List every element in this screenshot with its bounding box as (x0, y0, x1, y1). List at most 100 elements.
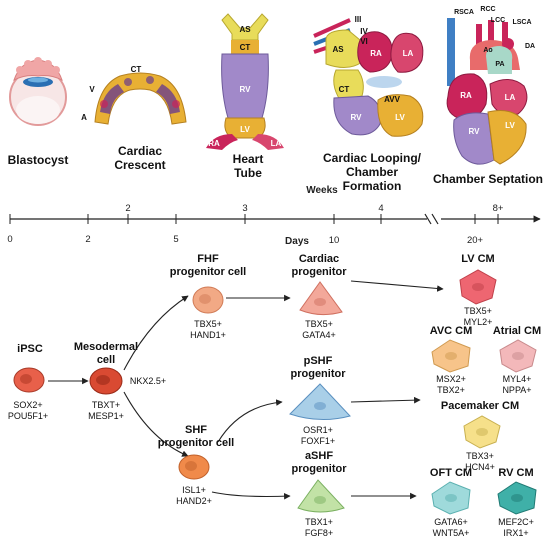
septation-rv-label: RV (469, 127, 481, 136)
atrial-cm-marker: NPPA+ (502, 385, 531, 395)
ashf-marker: FGF8+ (305, 528, 333, 538)
crescent-v-label: V (89, 85, 95, 94)
pacemaker-cm-marker: TBX3+ (466, 451, 494, 461)
cardiac-looping-illustration (313, 18, 424, 137)
lv-cm-marker: MYL2+ (464, 317, 493, 327)
tube-ra-label: RA (208, 139, 220, 148)
lineage-arrows (48, 280, 444, 500)
septation-rsca-label: RSCA (454, 9, 474, 16)
rv-cm-marker: MEF2C+ (498, 517, 534, 527)
cardiac-progenitor-marker: TBX5+ (305, 319, 333, 329)
stage-label-septation: Chamber Septation (433, 172, 543, 186)
tube-ct-label: CT (240, 43, 251, 52)
days-tick: 2 (85, 234, 90, 245)
looping-la-label: LA (403, 49, 414, 58)
avc-cm-marker: MSX2+ (436, 374, 466, 384)
pshf-title-2: progenitor (291, 368, 347, 380)
looping-as-label: AS (332, 45, 344, 54)
nkx25-arrow-label: NKX2.5+ (130, 376, 166, 386)
rv-cm-marker: IRX1+ (503, 528, 528, 538)
looping-avv-label: AVV (384, 95, 401, 104)
cardiac-progenitor-title-2: progenitor (292, 266, 348, 278)
pacemaker-cm-marker: HCN4+ (465, 462, 495, 472)
days-tick: 10 (329, 235, 340, 246)
cardiac-crescent-illustration (94, 72, 187, 125)
avc-cm-marker: TBX2+ (437, 385, 465, 395)
cardiac-progenitor-title-1: Cardiac (299, 253, 339, 265)
ashf-marker: TBX1+ (305, 517, 333, 527)
rv-cm-nucleus (511, 494, 523, 502)
heart-tube-illustration (206, 13, 284, 150)
cardiac-progenitor-marker: GATA4+ (302, 330, 335, 340)
looping-iii-label: III (355, 15, 362, 24)
atrial-cm-nucleus (512, 352, 524, 360)
septation-lcc-label: LCC (491, 17, 505, 24)
timeline-axis (9, 213, 541, 225)
blastocyst-illustration (9, 57, 67, 126)
stage-label-looping-1: Cardiac Looping/ (323, 151, 422, 165)
looping-iv-label: IV (360, 27, 368, 36)
shf-marker: ISL1+ (182, 485, 206, 495)
cardiac-progenitor-nucleus (314, 298, 326, 306)
pshf-cell (289, 383, 351, 420)
shf-title-1: SHF (185, 424, 207, 436)
atrial-cm-marker: MYL4+ (503, 374, 532, 384)
looping-lv-label: LV (395, 113, 405, 122)
oft-cm-title: OFT CM (430, 467, 472, 479)
weeks-axis-title: Weeks (306, 185, 338, 196)
tube-rv-label: RV (240, 85, 252, 94)
ipsc-marker: POU5F1+ (8, 411, 48, 421)
avc-cm-nucleus (445, 352, 457, 360)
mesoderm-title-1: Mesodermal (74, 341, 138, 353)
days-tick: 0 (7, 234, 12, 245)
septation-lv-label: LV (505, 121, 515, 130)
septation-da-label: DA (525, 43, 535, 50)
septation-rcc-label: RCC (480, 6, 495, 13)
mesoderm-title-2: cell (97, 354, 115, 366)
lv-cm-marker: TBX5+ (464, 306, 492, 316)
weeks-tick: 2 (125, 203, 130, 214)
shf-marker: HAND2+ (176, 496, 212, 506)
ashf-title-2: progenitor (292, 463, 348, 475)
pshf-title-1: pSHF (304, 355, 333, 367)
ipsc-title: iPSC (17, 343, 43, 355)
fhf-marker: TBX5+ (194, 319, 222, 329)
septation-pa-label: PA (495, 61, 504, 68)
ashf-cell (297, 479, 345, 513)
oft-cm-marker: WNT5A+ (433, 528, 470, 538)
days-tick: 20+ (467, 235, 484, 246)
fhf-marker: HAND1+ (190, 330, 226, 340)
mesoderm-marker: MESP1+ (88, 411, 124, 421)
fhf-nucleus (199, 294, 211, 304)
ashf-title-1: aSHF (305, 450, 333, 462)
crescent-a-label: A (81, 113, 87, 122)
weeks-tick: 4 (378, 203, 383, 214)
stage-label-looping-2: Chamber (346, 165, 398, 179)
chamber-septation-illustration (446, 18, 528, 165)
lv-cm-nucleus (472, 283, 484, 291)
rv-cm-title: RV CM (498, 467, 533, 479)
weeks-tick: 3 (242, 203, 247, 214)
lv-cm-title: LV CM (461, 253, 494, 265)
looping-vi-label: VI (360, 37, 368, 46)
ipsc-marker: SOX2+ (13, 400, 42, 410)
fhf-title-1: FHF (197, 253, 219, 265)
looping-ct-label: CT (339, 85, 350, 94)
stage-label-crescent-1: Cardiac (118, 144, 162, 158)
days-axis-title: Days (285, 236, 309, 247)
stage-label-tube-1: Heart (233, 152, 264, 166)
looping-ra-label: RA (370, 49, 382, 58)
septation-ra-label: RA (460, 91, 472, 100)
ashf-nucleus (314, 496, 326, 504)
oft-cm-marker: GATA6+ (434, 517, 467, 527)
septation-la-label: LA (505, 93, 516, 102)
pshf-nucleus (314, 402, 326, 410)
pacemaker-cm-nucleus (476, 428, 488, 436)
septation-ao-label: Ao (483, 47, 492, 54)
days-tick: 5 (173, 234, 178, 245)
tube-as-label: AS (239, 25, 251, 34)
atrial-cm-title: Atrial CM (493, 325, 541, 337)
pacemaker-cm-title: Pacemaker CM (441, 400, 519, 412)
ipsc-nucleus (20, 374, 32, 384)
